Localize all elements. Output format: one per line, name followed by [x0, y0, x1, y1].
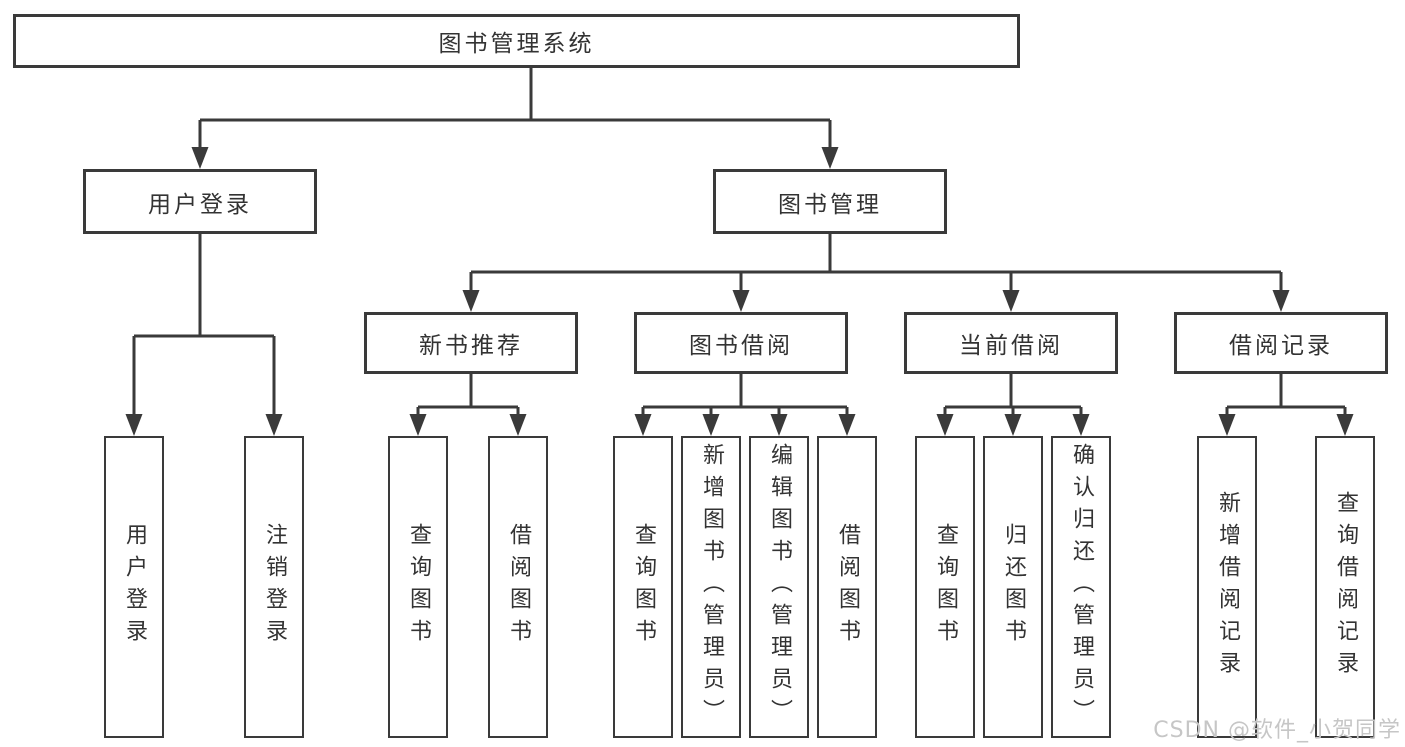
node-label: 图书管理系统 — [438, 31, 595, 57]
connector-userlogin-to-leaves — [132, 234, 276, 420]
node-label: 查询借阅记录 — [1333, 491, 1358, 683]
node-leaf-recommend-borrow-book: 借阅图书 — [488, 436, 548, 738]
node-label: 图书借阅 — [689, 333, 793, 359]
node-leaf-logout: 注销登录 — [244, 436, 304, 738]
connector-bookmgmt-to-level3 — [469, 234, 1283, 296]
node-new-book-recommend: 新书推荐 — [364, 312, 578, 374]
node-label: 借阅记录 — [1229, 333, 1333, 359]
node-leaf-record-query: 查询借阅记录 — [1315, 436, 1375, 738]
node-label: 新增图书（管理员） — [699, 443, 724, 731]
node-leaf-record-add: 新增借阅记录 — [1197, 436, 1257, 738]
node-label: 借阅图书 — [835, 523, 860, 651]
node-label: 查询图书 — [631, 523, 656, 651]
csdn-watermark: CSDN @软件_小贺同学 — [1153, 718, 1401, 743]
connector-borrowing-to-leaves — [641, 374, 849, 420]
node-leaf-current-return-book: 归还图书 — [983, 436, 1043, 738]
node-leaf-borrow-edit-book: 编辑图书（管理员） — [749, 436, 809, 738]
node-label: 借阅图书 — [506, 523, 531, 651]
connector-records-to-leaves — [1225, 374, 1347, 420]
connector-recommend-to-leaves — [416, 374, 520, 420]
node-current-borrowing: 当前借阅 — [904, 312, 1118, 374]
node-label: 新书推荐 — [419, 333, 523, 359]
node-label: 确认归还（管理员） — [1069, 443, 1094, 731]
node-root: 图书管理系统 — [13, 14, 1020, 68]
node-leaf-current-query-book: 查询图书 — [915, 436, 975, 738]
node-leaf-borrow-borrow-book: 借阅图书 — [817, 436, 877, 738]
connector-current-to-leaves — [943, 374, 1083, 420]
node-label: 用户登录 — [122, 523, 147, 651]
node-label: 查询图书 — [406, 523, 431, 651]
node-label: 归还图书 — [1001, 523, 1026, 651]
node-book-management: 图书管理 — [713, 169, 947, 234]
node-leaf-recommend-query-book: 查询图书 — [388, 436, 448, 738]
node-label: 当前借阅 — [959, 333, 1063, 359]
node-label: 新增借阅记录 — [1215, 491, 1240, 683]
arrowheads — [125, 147, 1354, 436]
node-label: 用户登录 — [148, 191, 252, 218]
node-label: 查询图书 — [933, 523, 958, 651]
node-leaf-user-login: 用户登录 — [104, 436, 164, 738]
node-book-borrowing: 图书借阅 — [634, 312, 848, 374]
node-label: 注销登录 — [262, 523, 287, 651]
node-user-login: 用户登录 — [83, 169, 317, 234]
node-leaf-current-confirm-return: 确认归还（管理员） — [1051, 436, 1111, 738]
node-leaf-borrow-add-book: 新增图书（管理员） — [681, 436, 741, 738]
node-borrowing-records: 借阅记录 — [1174, 312, 1388, 374]
node-label: 图书管理 — [778, 191, 882, 218]
node-leaf-borrow-query-book: 查询图书 — [613, 436, 673, 738]
connector-root-to-level2 — [198, 68, 832, 150]
node-label: 编辑图书（管理员） — [767, 443, 792, 731]
